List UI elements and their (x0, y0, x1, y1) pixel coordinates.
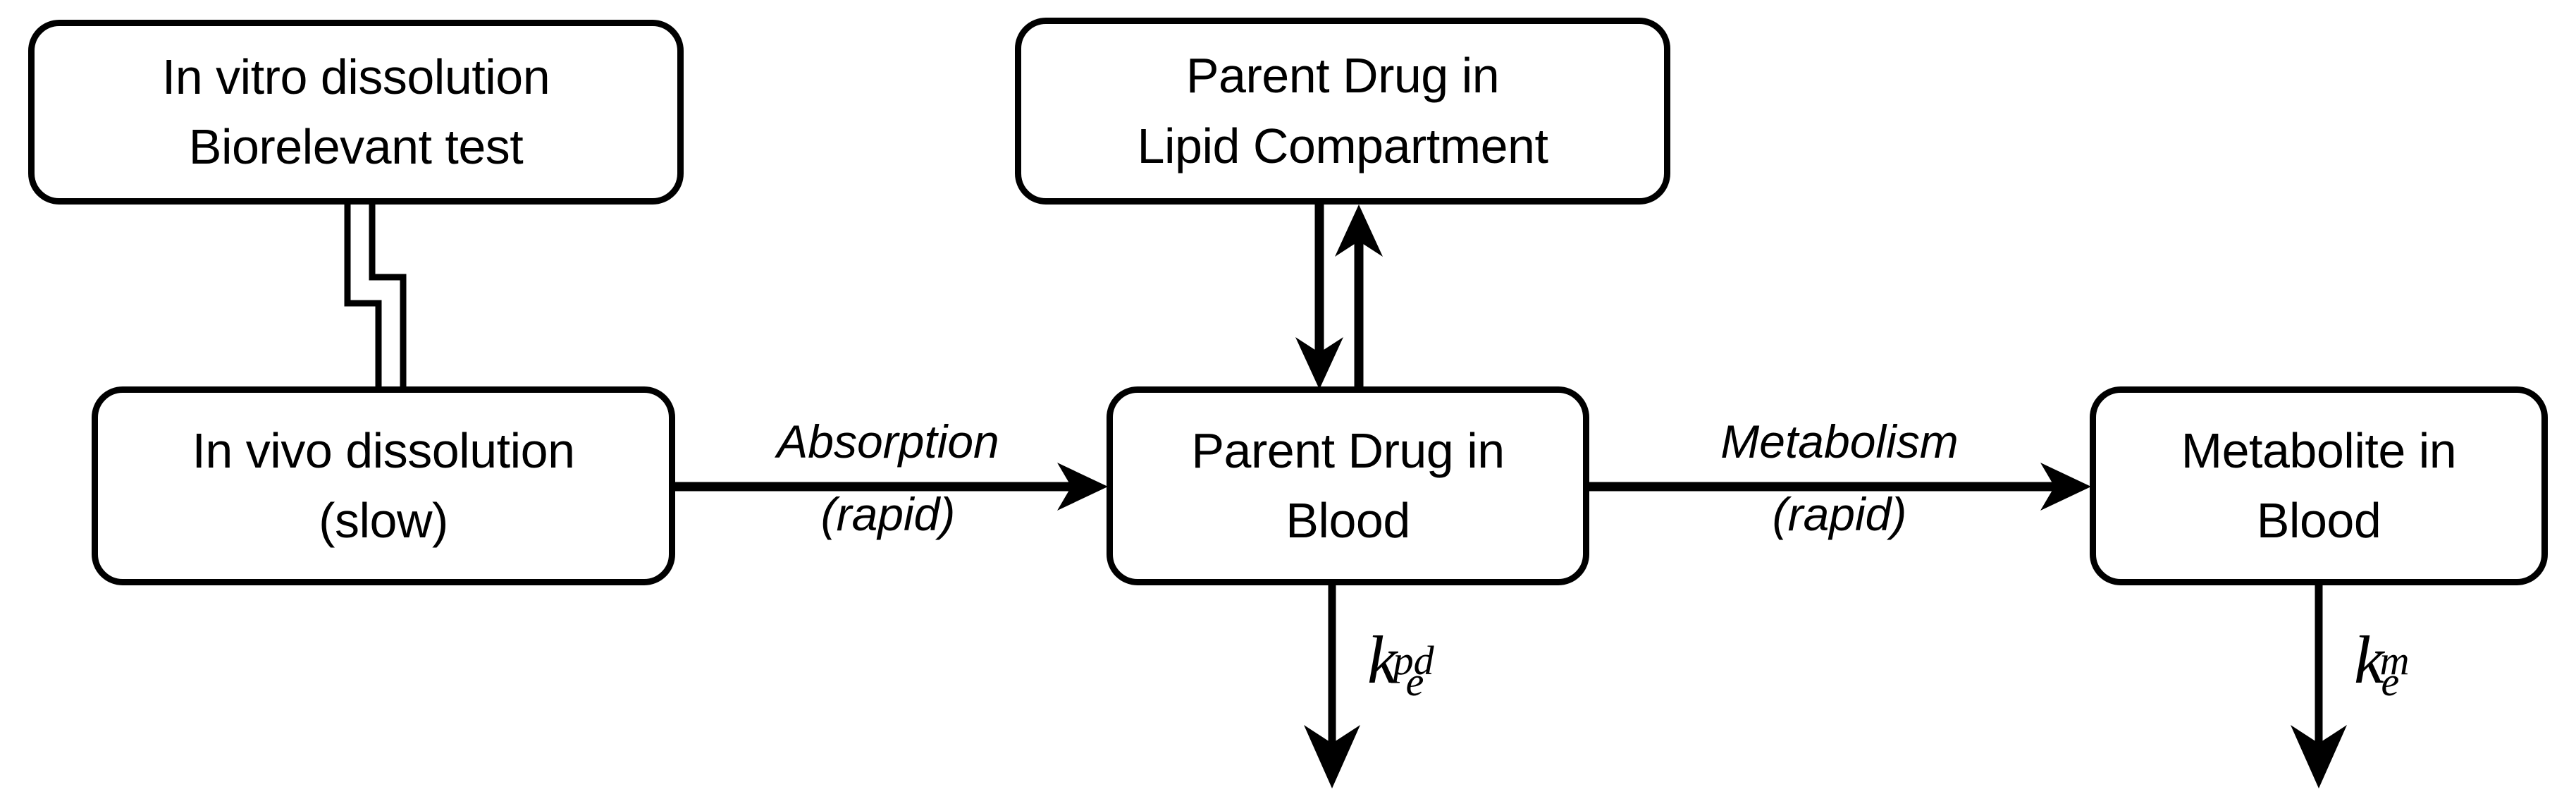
absorption-arrow (675, 463, 1108, 511)
node-in-vivo-dissolution[interactable]: In vivo dissolution (slow) (92, 386, 675, 585)
lipid-exchange-up-arrow (1335, 205, 1383, 389)
node-metabolite-blood[interactable]: Metabolite in Blood (2090, 386, 2548, 585)
node-metabolite-line-2: Blood (2256, 493, 2381, 548)
node-parent-drug-lipid-compartment[interactable]: Parent Drug in Lipid Compartment (1015, 18, 1670, 205)
ivivc-double-line-connector (344, 203, 407, 389)
lipid-exchange-down-arrow (1295, 205, 1343, 389)
node-parent-blood-line-2: Blood (1286, 493, 1410, 548)
node-parent-blood-line-1: Parent Drug in (1191, 422, 1505, 478)
node-metabolite-line-1: Metabolite in (2181, 422, 2457, 478)
metabolism-arrow (1589, 463, 2091, 511)
parent-elimination-arrow (1304, 585, 1360, 788)
node-in-vitro-line-2: Biorelevant test (188, 119, 524, 174)
node-lipid-line-1: Parent Drug in (1185, 48, 1500, 104)
node-parent-drug-blood[interactable]: Parent Drug in Blood (1107, 386, 1589, 585)
node-in-vitro-line-1: In vitro dissolution (161, 49, 550, 104)
node-in-vivo-line-1: In vivo dissolution (192, 422, 575, 478)
node-in-vitro-dissolution[interactable]: In vitro dissolution Biorelevant test (28, 20, 684, 205)
metabolite-elimination-arrow (2291, 585, 2347, 788)
node-in-vivo-line-2: (slow) (319, 493, 448, 548)
node-lipid-line-2: Lipid Compartment (1137, 118, 1548, 173)
